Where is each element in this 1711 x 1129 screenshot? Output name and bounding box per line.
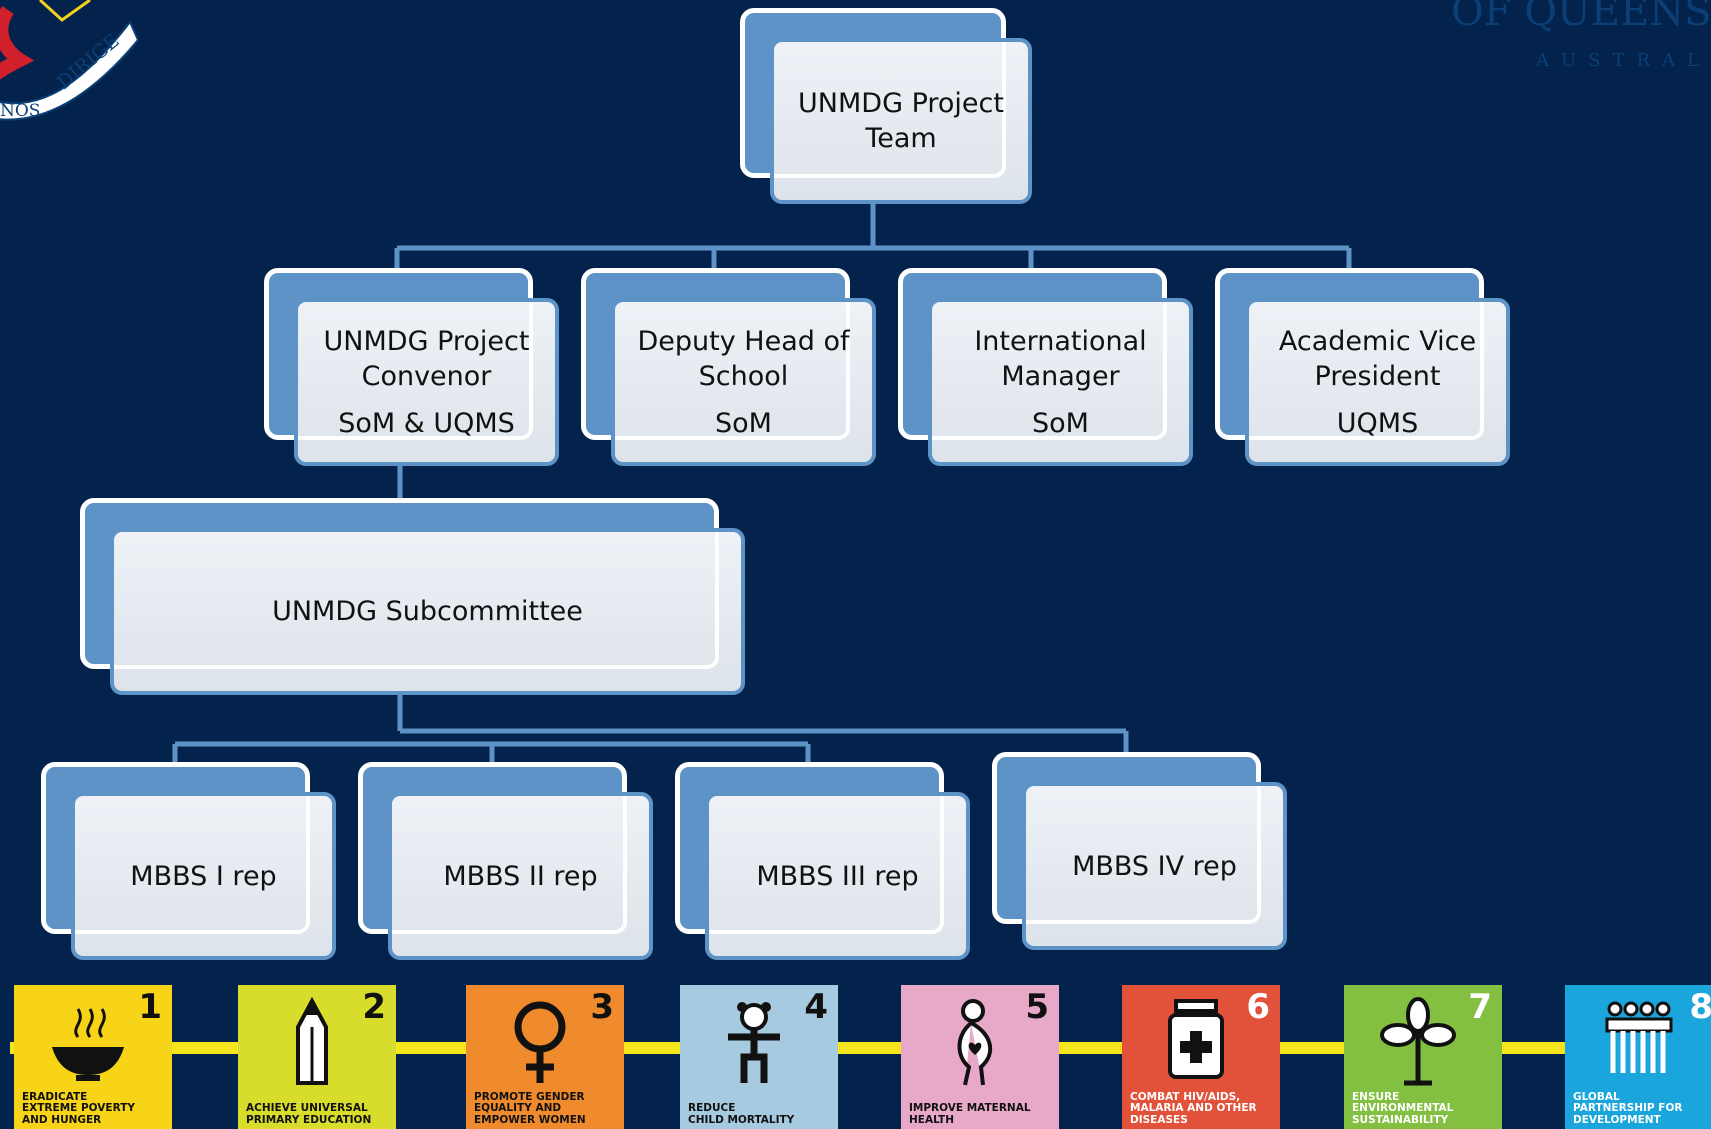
goal-number: 7 [1468,987,1492,1027]
goal-label: PROMOTE GENDER EQUALITY AND EMPOWER WOME… [474,1090,586,1126]
node-project-team[interactable]: UNMDG Project Team [740,8,1032,204]
node-subtitle: SoM & UQMS [338,407,515,439]
goal-number: 2 [362,987,386,1027]
people-group-icon [1605,1001,1673,1073]
node-title: Deputy Head of School [637,325,850,392]
goal-label: REDUCE CHILD MORTALITY [688,1102,795,1126]
goal-tile-5[interactable]: 5 IMPROVE MATERNAL HEALTH [901,985,1059,1129]
school-crest-logo: DIRIGE NOS [0,0,150,129]
node-card: UNMDG Project Team [770,38,1032,204]
node-academic-vice-president[interactable]: Academic Vice President UQMS [1215,268,1510,466]
goal-tile-2[interactable]: 2 ACHIEVE UNIVERSAL PRIMARY EDUCATION [238,985,396,1129]
node-card: UNMDG Project Convenor SoM & UQMS [294,298,559,466]
goal-tile-8[interactable]: 8 GLOBAL PARTNERSHIP FOR DEVELOPMENT [1565,985,1711,1129]
node-card: MBBS II rep [388,792,653,960]
node-title: UNMDG Project Convenor [323,325,530,392]
node-title: Academic Vice President [1278,325,1477,392]
node-deputy-head[interactable]: Deputy Head of School SoM [581,268,876,466]
pregnant-woman-icon [957,999,992,1086]
goal-label: IMPROVE MATERNAL HEALTH [909,1102,1031,1126]
goal-label: ACHIEVE UNIVERSAL PRIMARY EDUCATION [246,1102,372,1126]
node-card: MBBS IV rep [1022,782,1287,950]
female-symbol-icon [514,1001,566,1083]
node-subtitle: SoM [715,407,772,439]
node-title: MBBS II rep [443,860,598,892]
goal-label: GLOBAL PARTNERSHIP FOR DEVELOPMENT [1573,1090,1683,1126]
node-mbbs-3-rep[interactable]: MBBS III rep [675,762,970,960]
node-mbbs-2-rep[interactable]: MBBS II rep [358,762,653,960]
plant-icon [1380,997,1456,1086]
university-name-line2: AUSTRAL [1535,50,1711,71]
node-title: UNMDG Project Team [798,88,1004,154]
node-subcommittee[interactable]: UNMDG Subcommittee [80,498,745,695]
node-title: International Manager [974,325,1147,392]
mdg-goals-strip: 1 ERADICATE EXTREME POVERTY AND HUNGER 2… [0,985,1711,1129]
goals-connector-bar [10,1042,1711,1054]
node-card: International Manager SoM [928,298,1193,466]
goal-number: 8 [1689,987,1711,1027]
goal-label: ENSURE ENVIRONMENTAL SUSTAINABILITY [1352,1090,1454,1126]
node-title: MBBS I rep [130,860,277,892]
goal-number: 3 [590,987,614,1027]
logo-motto-partial: NOS [0,101,40,121]
goal-tile-6[interactable]: 6 COMBAT HIV/AIDS, MALARIA AND OTHER DIS… [1122,985,1280,1129]
goal-tile-4[interactable]: 4 REDUCE CHILD MORTALITY [680,985,838,1129]
node-title: UNMDG Subcommittee [272,596,583,627]
goal-tile-7[interactable]: 7 ENSURE ENVIRONMENTAL SUSTAINABILITY [1344,985,1502,1129]
goal-number: 1 [138,987,162,1027]
node-card: MBBS I rep [71,792,336,960]
goal-tile-3[interactable]: 3 PROMOTE GENDER EQUALITY AND EMPOWER WO… [466,985,624,1129]
goal-number: 4 [804,987,828,1027]
node-title: MBBS III rep [756,860,919,892]
node-project-convenor[interactable]: UNMDG Project Convenor SoM & UQMS [264,268,559,466]
medicine-bottle-icon [1168,999,1224,1079]
node-mbbs-4-rep[interactable]: MBBS IV rep [992,752,1287,950]
university-logo: OF QUEENS AUSTRAL [1451,0,1711,80]
goal-number: 5 [1025,987,1049,1027]
node-card: MBBS III rep [705,792,970,960]
goal-number: 6 [1246,987,1270,1027]
node-subtitle: SoM [1032,407,1089,439]
node-card: Academic Vice President UQMS [1245,298,1510,466]
node-card: Deputy Head of School SoM [611,298,876,466]
node-mbbs-1-rep[interactable]: MBBS I rep [41,762,336,960]
bowl-icon [52,1008,124,1081]
node-international-manager[interactable]: International Manager SoM [898,268,1193,466]
pencil-icon [296,997,328,1085]
node-title: MBBS IV rep [1072,850,1237,882]
child-teddy-icon [728,1002,780,1083]
node-subtitle: UQMS [1336,407,1419,439]
goal-label: ERADICATE EXTREME POVERTY AND HUNGER [22,1090,135,1126]
node-card: UNMDG Subcommittee [110,528,745,695]
goal-label: COMBAT HIV/AIDS, MALARIA AND OTHER DISEA… [1130,1090,1257,1126]
goal-tile-1[interactable]: 1 ERADICATE EXTREME POVERTY AND HUNGER [14,985,172,1129]
university-name-line1: OF QUEENS [1451,0,1711,35]
